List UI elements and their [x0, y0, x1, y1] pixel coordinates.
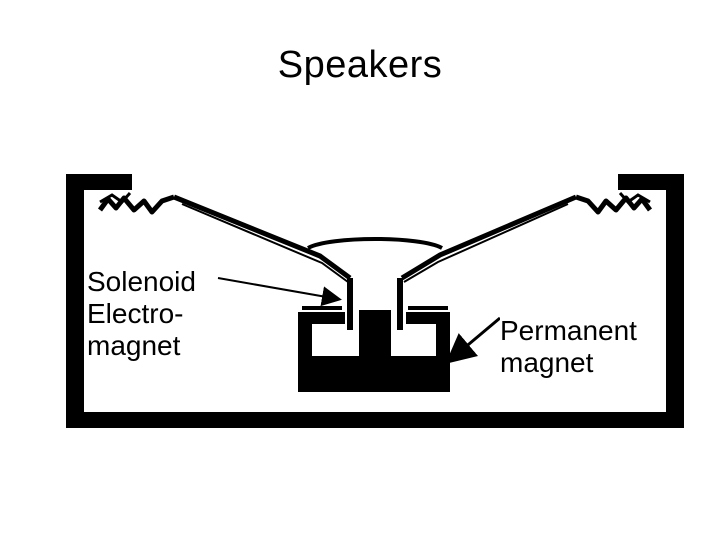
label-line: Solenoid — [87, 266, 196, 297]
label-line: Permanent — [500, 315, 637, 346]
solenoid-arrow — [217, 277, 342, 307]
dust-cap — [307, 237, 443, 250]
permanent-magnet-arrow — [445, 316, 501, 364]
solenoid-electromagnet-label: Solenoid Electro- magnet — [87, 266, 196, 362]
center-pole — [359, 310, 391, 358]
label-line: Electro- — [87, 298, 184, 329]
permanent-magnet-label: Permanent magnet — [500, 315, 637, 379]
label-line: magnet — [500, 347, 594, 378]
speaker-cone-right — [400, 194, 577, 281]
permanent-magnet — [298, 312, 450, 392]
label-line: magnet — [87, 330, 181, 361]
right-surround — [575, 194, 653, 215]
slide-title: Speakers — [277, 44, 443, 86]
left-surround — [97, 194, 175, 215]
speaker-cone-left — [173, 194, 352, 281]
